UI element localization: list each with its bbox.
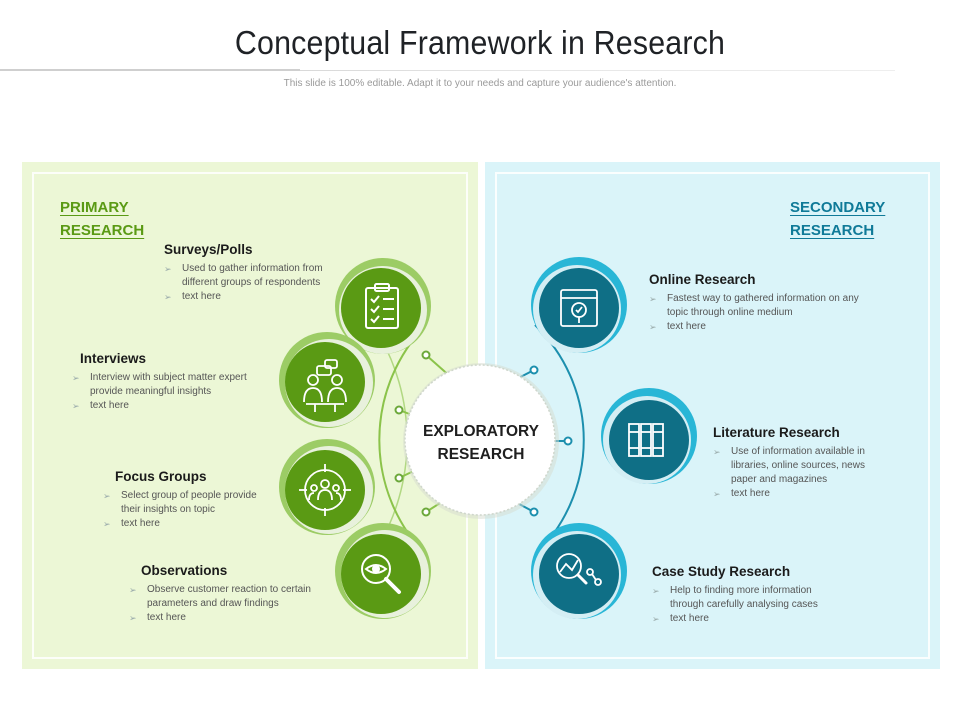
bullet-arrow-icon: ➢ [103, 519, 111, 529]
bullet-arrow-icon: ➢ [103, 491, 111, 501]
bullet: ➢Help to finding more information throug… [652, 585, 818, 610]
observations-node [335, 523, 431, 619]
interviews-item: Interviews ➢Interview with subject matte… [72, 351, 265, 413]
bullet-arrow-icon: ➢ [652, 614, 660, 624]
bullet-arrow-icon: ➢ [649, 322, 657, 332]
bullet-arrow-icon: ➢ [129, 585, 137, 595]
online-research-node [531, 257, 627, 353]
node-dot-online [529, 365, 539, 375]
bullet-arrow-icon: ➢ [129, 613, 137, 623]
focus-groups-node [279, 439, 375, 535]
browser-search-icon [560, 289, 598, 327]
focus-group-target-icon [299, 464, 351, 516]
bullet: ➢text here [129, 612, 186, 623]
observations-bullets: ➢Observe customer reaction to certain pa… [129, 583, 331, 625]
title-rule-accent [0, 69, 300, 71]
surveys-polls-item: Surveys/Polls ➢Used to gather informatio… [164, 242, 332, 304]
bullet: ➢Observe customer reaction to certain pa… [129, 584, 311, 609]
bullet: ➢text here [103, 518, 160, 529]
bullet-arrow-icon: ➢ [164, 264, 172, 274]
focus-groups-bullets: ➢Select group of people provide their in… [103, 489, 275, 531]
center-label-line1: EXPLORATORY [423, 423, 539, 440]
bullet: ➢text here [713, 488, 770, 499]
online-research-item: Online Research ➢Fastest way to gathered… [649, 272, 861, 334]
bullet: ➢Used to gather information from differe… [164, 263, 323, 288]
node-dot-interviews [394, 405, 404, 415]
analysis-magnifier-icon [556, 553, 602, 586]
bullet: ➢Interview with subject matter expert pr… [72, 372, 247, 397]
bullet: ➢Use of information available in librari… [713, 446, 865, 485]
interview-people-icon [303, 359, 347, 412]
bullet-arrow-icon: ➢ [72, 401, 80, 411]
bullet: ➢text here [649, 321, 706, 332]
bullet-arrow-icon: ➢ [649, 294, 657, 304]
node-dot-case [529, 507, 539, 517]
secondary-research-title: SECONDARY RESEARCH [790, 196, 930, 242]
center-label-line2: RESEARCH [437, 446, 525, 463]
bullet: ➢text here [164, 291, 221, 302]
case-study-research-title: Case Study Research [652, 564, 791, 579]
secondary-title-line1: SECONDARY [790, 199, 886, 216]
surveys-polls-bullets: ➢Used to gather information from differe… [164, 262, 332, 304]
online-research-bullets: ➢Fastest way to gathered information on … [649, 292, 861, 334]
books-icon [628, 423, 664, 457]
focus-groups-item: Focus Groups ➢Select group of people pro… [103, 469, 275, 531]
title-rule [0, 70, 895, 71]
interviews-bullets: ➢Interview with subject matter expert pr… [72, 371, 265, 413]
literature-research-item: Literature Research ➢Use of information … [713, 425, 883, 501]
surveys-node [335, 258, 431, 354]
page-title: Conceptual Framework in Research [234, 24, 726, 61]
clipboard-checklist-icon [365, 283, 399, 329]
primary-title-line2: RESEARCH [60, 222, 145, 239]
literature-research-node [601, 388, 697, 484]
primary-title-line1: PRIMARY [60, 199, 129, 216]
surveys-polls-title: Surveys/Polls [164, 242, 253, 257]
bullet-arrow-icon: ➢ [713, 489, 721, 499]
center-circle [404, 364, 556, 516]
bullet: ➢text here [72, 400, 129, 411]
node-dot-focus [394, 473, 404, 483]
bullet-arrow-icon: ➢ [164, 292, 172, 302]
focus-groups-title: Focus Groups [115, 469, 207, 484]
bullet: ➢Select group of people provide their in… [103, 490, 257, 515]
case-study-research-item: Case Study Research ➢Help to finding mor… [652, 564, 842, 626]
page-subtitle: This slide is 100% editable. Adapt it to… [283, 78, 677, 89]
literature-research-bullets: ➢Use of information available in librari… [713, 445, 883, 501]
magnifier-eye-icon [361, 554, 401, 594]
secondary-connector-arc [534, 324, 585, 556]
online-research-title: Online Research [649, 272, 756, 287]
bullet-arrow-icon: ➢ [713, 447, 721, 457]
secondary-title-line2: RESEARCH [790, 222, 875, 239]
bullet: ➢Fastest way to gathered information on … [649, 293, 859, 318]
literature-research-title: Literature Research [713, 425, 840, 440]
case-study-node [531, 523, 627, 619]
interviews-node [279, 332, 375, 428]
interviews-title: Interviews [80, 351, 147, 366]
bullet-arrow-icon: ➢ [652, 586, 660, 596]
center-label: EXPLORATORY RESEARCH [408, 420, 554, 466]
node-dot-observations [421, 507, 431, 517]
observations-title: Observations [141, 563, 228, 578]
node-dot-literature [563, 436, 573, 446]
primary-connector-arc [378, 324, 427, 556]
primary-research-title: PRIMARY RESEARCH [60, 196, 200, 242]
case-study-research-bullets: ➢Help to finding more information throug… [652, 584, 842, 626]
node-dot-surveys [421, 350, 431, 360]
bullet-arrow-icon: ➢ [72, 373, 80, 383]
bullet: ➢text here [652, 613, 709, 624]
primary-connector-arc-outer [375, 329, 408, 551]
observations-item: Observations ➢Observe customer reaction … [129, 563, 331, 625]
